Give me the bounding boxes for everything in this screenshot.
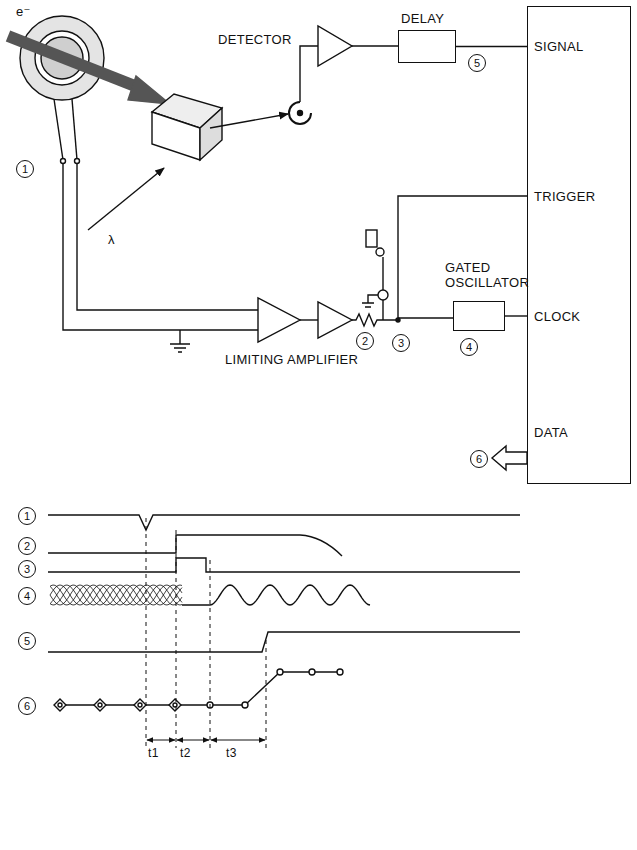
hatch-stroke <box>50 585 182 605</box>
block-label: GATED OSCILLATOR <box>445 260 535 290</box>
block-label: DELAY <box>401 11 444 26</box>
time-interval: t2 <box>180 746 191 761</box>
waveform <box>48 515 520 530</box>
time-interval: t1 <box>148 746 159 761</box>
callout-number: 3 <box>392 334 410 352</box>
hatch-stroke <box>50 585 182 605</box>
block-box: DELAY <box>398 30 456 63</box>
signal-wire <box>456 46 527 47</box>
hatch-stroke <box>50 585 182 605</box>
waveform <box>48 632 520 652</box>
xray-in <box>88 168 164 230</box>
amplifier <box>318 302 352 338</box>
callout-number: 1 <box>16 160 34 178</box>
waveform <box>48 535 342 556</box>
part-label: LIMITING AMPLIFIER <box>225 352 358 367</box>
clock-wire <box>398 317 453 318</box>
data-arrow <box>492 446 527 470</box>
block-box: GATED OSCILLATOR <box>453 301 505 331</box>
time-interval: t3 <box>226 746 237 761</box>
callout-number: 5 <box>468 54 486 72</box>
waveform <box>48 558 520 572</box>
amplifier <box>258 298 300 342</box>
hatch-stroke <box>50 585 182 605</box>
block-box: SIGNAL TRIGGER CLOCK DATA <box>527 6 631 484</box>
xray-out <box>210 114 288 128</box>
part-label: λ <box>108 232 115 247</box>
block-label: CLOCK <box>534 309 580 324</box>
callout-number: 2 <box>356 332 374 350</box>
callout-number: 3 <box>18 560 36 578</box>
signal-wire <box>505 315 527 316</box>
part-label: e⁻ <box>16 4 31 19</box>
amplifier <box>318 26 352 66</box>
block-label: TRIGGER <box>534 189 595 204</box>
callout-number: 6 <box>470 450 488 468</box>
part-label: DETECTOR <box>218 32 292 47</box>
callout-number: 2 <box>18 537 36 555</box>
hatch-stroke <box>50 585 182 605</box>
resistor-symbol <box>352 314 398 326</box>
block-label: SIGNAL <box>534 39 583 54</box>
electron-beam <box>8 36 140 88</box>
hatch-stroke <box>50 585 182 605</box>
coil-wire <box>77 164 258 310</box>
callout-number: 6 <box>18 697 36 715</box>
callout-number: 4 <box>18 587 36 605</box>
callout-number: 4 <box>460 338 478 356</box>
block-label: DATA <box>534 425 568 440</box>
callout-number: 5 <box>18 632 36 650</box>
coil-wire <box>63 164 258 330</box>
callout-number: 1 <box>18 507 36 525</box>
detector-symbol <box>289 102 311 124</box>
